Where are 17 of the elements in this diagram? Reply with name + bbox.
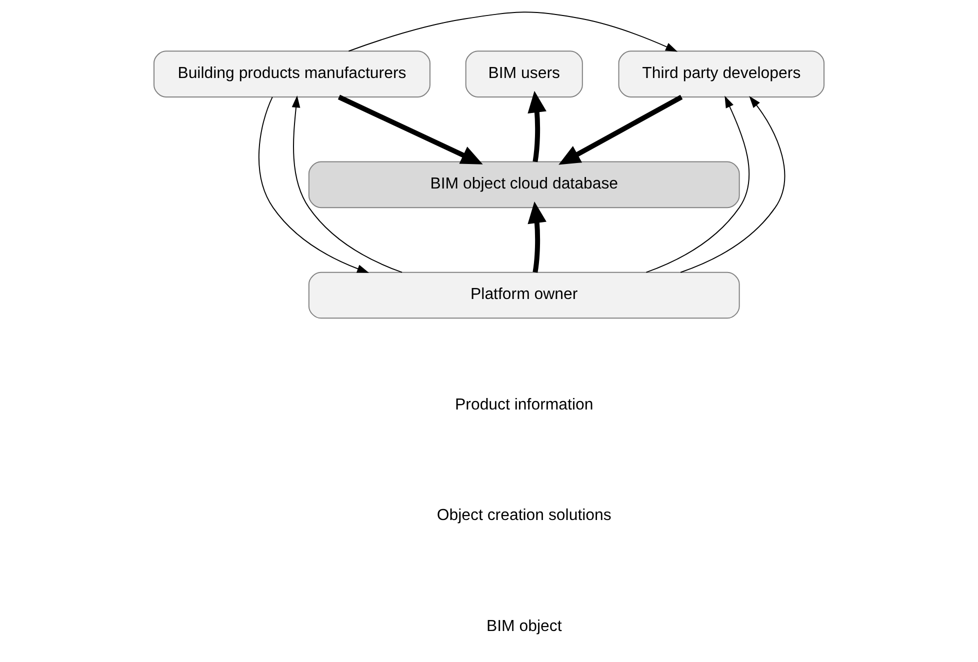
legend-label: Object creation solutions	[436, 507, 612, 524]
node-box: Third party developers	[618, 50, 825, 98]
legend-label: Product information	[455, 396, 594, 414]
node-box: BIM users	[465, 50, 583, 98]
arrow	[646, 96, 750, 273]
arrow	[258, 96, 370, 273]
arrow	[348, 12, 678, 52]
legend-label: BIM object	[486, 618, 562, 635]
node-box: Platform owner	[308, 272, 740, 319]
arrow	[338, 94, 483, 164]
arrow	[680, 96, 786, 273]
arrow	[292, 96, 402, 273]
node-box: Building products manufacturers	[153, 50, 430, 98]
node-box: BIM object cloud database	[308, 161, 740, 208]
arrow	[558, 94, 683, 165]
arrow	[528, 201, 546, 273]
arrow	[528, 90, 546, 162]
